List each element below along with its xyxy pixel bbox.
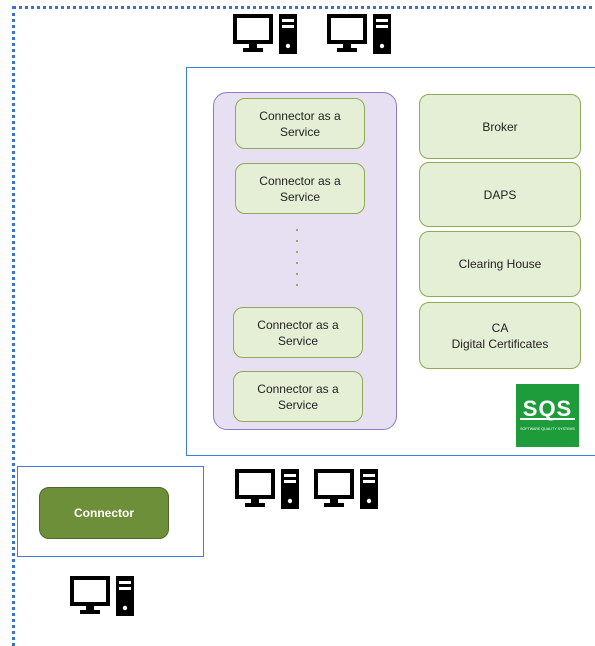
- box-label: Connector as a Service: [257, 317, 339, 348]
- ca-digital-certificates-box: CA Digital Certificates: [419, 302, 581, 369]
- ellipsis-dot: [296, 251, 298, 253]
- box-label: Connector as a Service: [259, 108, 341, 139]
- ellipsis-dot: [296, 240, 298, 242]
- connector-as-a-service-box: Connector as a Service: [233, 371, 363, 422]
- box-label: Connector as a Service: [259, 173, 341, 204]
- ellipsis-dot: [296, 262, 298, 264]
- outer-boundary: [12, 6, 595, 646]
- sqs-logo: SQS SOFTWARE QUALITY SYSTEMS: [516, 384, 579, 447]
- computer-icon: [233, 14, 297, 54]
- box-label: CA Digital Certificates: [451, 320, 549, 351]
- clearing-house-box: Clearing House: [419, 231, 581, 297]
- box-label: Clearing House: [458, 257, 542, 271]
- computer-icon: [235, 469, 299, 509]
- daps-box: DAPS: [419, 162, 581, 227]
- ellipsis-dot: [296, 284, 298, 286]
- computer-icon: [70, 576, 134, 616]
- connector-as-a-service-box: Connector as a Service: [235, 98, 365, 149]
- connector-as-a-service-box: Connector as a Service: [233, 307, 363, 358]
- computer-icon: [327, 14, 391, 54]
- svg-text:SOFTWARE QUALITY SYSTEMS: SOFTWARE QUALITY SYSTEMS: [520, 427, 575, 431]
- connector-box: Connector: [39, 487, 169, 539]
- box-label: DAPS: [483, 187, 517, 202]
- box-label: Broker: [482, 119, 518, 134]
- broker-box: Broker: [419, 94, 581, 159]
- ellipsis-dot: [296, 229, 298, 231]
- box-label: Connector as a Service: [257, 381, 339, 412]
- connector-as-a-service-box: Connector as a Service: [235, 163, 365, 214]
- ellipsis-dot: [296, 273, 298, 275]
- svg-text:SQS: SQS: [523, 396, 572, 421]
- computer-icon: [314, 469, 378, 509]
- connector-label: Connector: [74, 506, 134, 520]
